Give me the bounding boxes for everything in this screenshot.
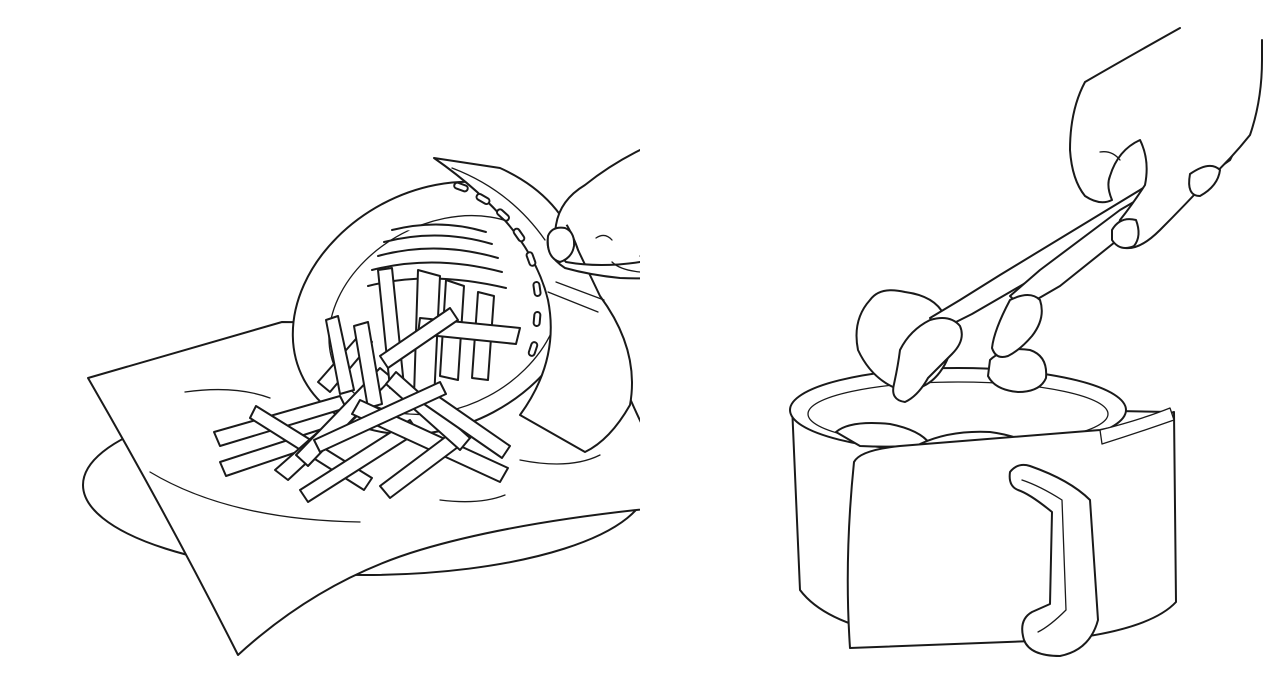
lifted-food — [855, 289, 1048, 393]
basket-handle[interactable] — [1008, 463, 1099, 657]
tongs[interactable] — [892, 119, 1251, 403]
air-fryer-basket — [789, 367, 1175, 641]
hand-left — [546, 148, 640, 280]
hand-right — [1069, 27, 1263, 250]
basket-front-cover — [846, 407, 1177, 657]
handle-vent-slots — [453, 181, 542, 357]
air-fryer-basket-pouring-fries-illustration — [82, 148, 640, 656]
basket-vent-slots — [367, 223, 507, 289]
fries — [213, 267, 521, 503]
